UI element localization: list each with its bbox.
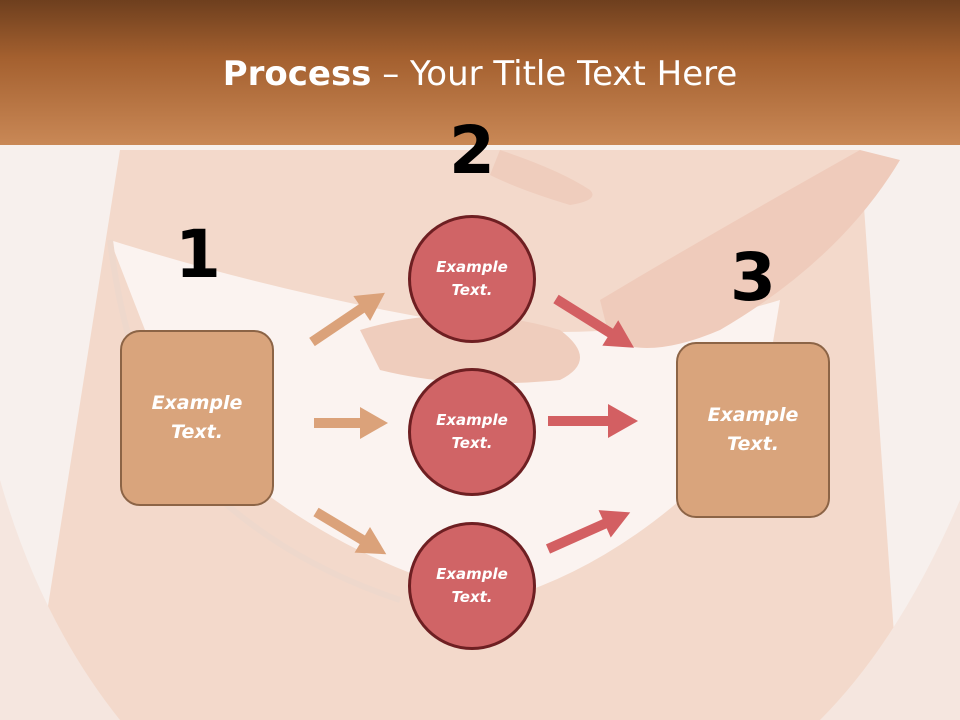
- step-number-2: 2: [449, 112, 495, 189]
- step-1-label: Example Text.: [151, 392, 243, 443]
- arrow-left-to-top: [309, 292, 385, 347]
- slide-title: Process – Your Title Text Here: [0, 52, 960, 96]
- title-bold: Process: [222, 54, 372, 94]
- circle-top-label: Example Text.: [436, 258, 508, 299]
- step-2-circle-top: Example Text.: [408, 215, 536, 343]
- step-3-box: Example Text.: [676, 342, 830, 518]
- step-1-box: Example Text.: [120, 330, 274, 506]
- step-3-label: Example Text.: [707, 404, 799, 455]
- title-bar: [0, 0, 960, 145]
- step-2-circle-bottom: Example Text.: [408, 522, 536, 650]
- arrow-bottom-to-right: [545, 510, 631, 554]
- title-rest: – Your Title Text Here: [371, 54, 738, 94]
- step-number-3: 3: [730, 239, 776, 316]
- arrow-left-to-bottom: [313, 507, 387, 555]
- arrow-top-to-right: [553, 294, 635, 348]
- circle-bottom-label: Example Text.: [436, 565, 508, 606]
- step-number-1: 1: [175, 216, 221, 293]
- circle-middle-label: Example Text.: [436, 411, 508, 452]
- arrow-middle-to-right: [548, 404, 638, 438]
- step-2-circle-middle: Example Text.: [408, 368, 536, 496]
- arrow-left-to-middle: [314, 407, 388, 439]
